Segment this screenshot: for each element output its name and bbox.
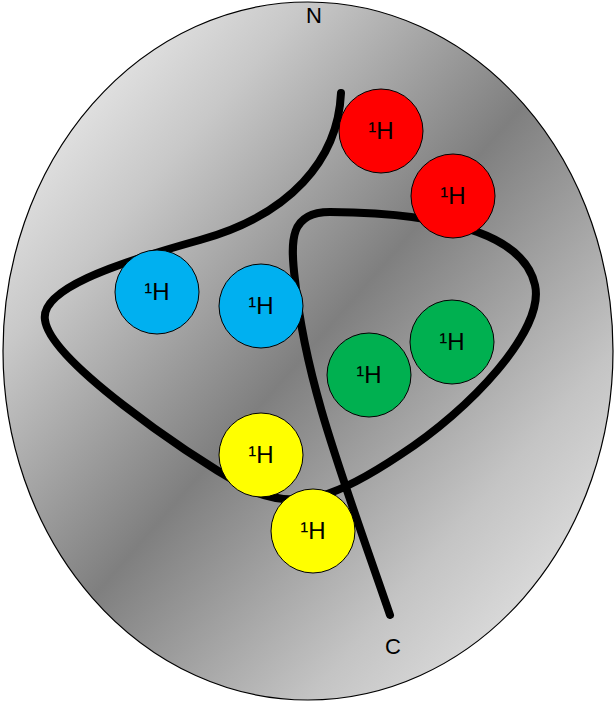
- proton-label: ¹H: [409, 329, 495, 355]
- circle-fill: [219, 413, 303, 497]
- proton-circle: ¹H: [218, 263, 304, 349]
- proton-label: ¹H: [114, 279, 200, 305]
- circle-fill: [327, 333, 411, 417]
- proton-label: ¹H: [326, 362, 412, 388]
- proton-circle: ¹H: [326, 332, 412, 418]
- proton-circle: ¹H: [409, 299, 495, 385]
- terminus-label: C: [385, 636, 401, 658]
- terminus-label: N: [306, 5, 322, 27]
- proton-circle: ¹H: [410, 153, 496, 239]
- circle-fill: [411, 154, 495, 238]
- proton-label: ¹H: [270, 518, 356, 544]
- protein-outline: [3, 2, 613, 700]
- proton-circle: ¹H: [114, 249, 200, 335]
- circle-fill: [271, 489, 355, 573]
- proton-label: ¹H: [218, 442, 304, 468]
- proton-label: ¹H: [338, 118, 424, 144]
- protein-backbone: [45, 93, 536, 615]
- circle-fill: [115, 250, 199, 334]
- circle-fill: [219, 264, 303, 348]
- proton-label: ¹H: [410, 183, 496, 209]
- proton-label: ¹H: [218, 293, 304, 319]
- proton-circle: ¹H: [218, 412, 304, 498]
- circle-fill: [339, 89, 423, 173]
- proton-circle: ¹H: [338, 88, 424, 174]
- circle-fill: [410, 300, 494, 384]
- proton-circle: ¹H: [270, 488, 356, 574]
